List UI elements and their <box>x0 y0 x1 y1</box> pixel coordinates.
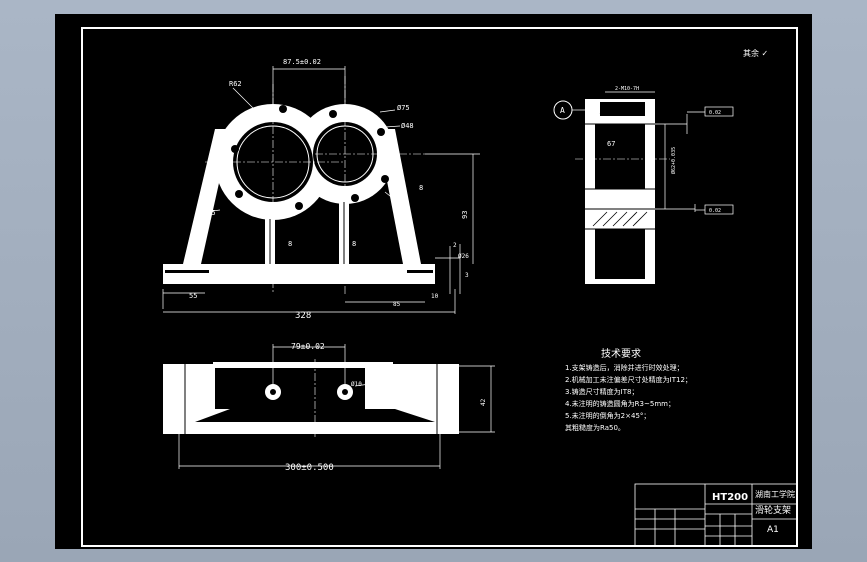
dim-75-left: Ø75 <box>203 209 216 217</box>
dim-48: Ø48 <box>401 122 414 130</box>
dim-3: 3 <box>465 272 469 279</box>
dim-rib-left: 8 <box>288 240 292 248</box>
title-block <box>634 483 798 547</box>
dim-rib-right: 8 <box>352 240 356 248</box>
dim-87-5: 87.5±0.02 <box>283 58 321 66</box>
dim-55: 55 <box>189 292 197 300</box>
dim-93: 93 <box>461 211 469 219</box>
dim-75-top: Ø75 <box>397 104 410 112</box>
dim-328: 328 <box>295 311 311 321</box>
tech-item-5: 5.未注明的倒角为2×45°； <box>565 411 650 420</box>
front-base-plate <box>163 264 435 284</box>
drawing-frame <box>81 27 798 547</box>
side-bore-bottom <box>595 229 645 279</box>
dim-79: 79±0.02 <box>291 342 325 351</box>
dim-hole-18: Ø18深7孔 <box>397 381 419 388</box>
front-base-slot-right <box>407 270 433 273</box>
side-bore-top <box>595 124 645 189</box>
dim-26: Ø26 <box>458 253 469 260</box>
dim-60: Ø60 <box>393 201 406 209</box>
dim-top-right: 42 <box>480 398 487 406</box>
dim-10: 10 <box>431 293 439 300</box>
section-label-a: A <box>560 106 565 115</box>
dim-hole-10: Ø10 <box>351 381 362 388</box>
title-material: HT200 <box>712 492 748 503</box>
tech-item-2: 2.机械加工未注偏差尺寸处精度为IT12； <box>565 375 692 384</box>
dim-thread: 2-M10-7H <box>615 86 639 92</box>
dim-300: 300±0.500 <box>285 463 334 473</box>
title-part-name: 滑轮支架 <box>755 504 791 516</box>
dim-85: 85 <box>393 301 401 308</box>
dim-67: 67 <box>607 140 615 148</box>
tech-title: 技术要求 <box>601 347 641 360</box>
side-view <box>553 91 734 284</box>
dim-r62: R62 <box>229 80 242 88</box>
dim-dia-side: Ø62+0.035 <box>670 147 677 174</box>
drawing-sheet: 其余 ✓ <box>55 14 812 549</box>
dim-2: 2 <box>453 242 457 249</box>
front-view <box>162 66 480 314</box>
title-school: 湖南工学院 <box>755 489 795 499</box>
tech-item-4: 4.未注明的铸造圆角为R3~5mm； <box>565 399 675 408</box>
title-sheet-size: A1 <box>767 525 779 535</box>
roughness-mark: 其余 ✓ <box>743 48 768 58</box>
front-base-slot-left <box>165 270 209 273</box>
top-view <box>163 344 495 469</box>
dim-28: 28 <box>225 277 233 284</box>
tech-item-6: 其粗糙度为Ra50。 <box>565 423 625 432</box>
dim-base-8: 8 <box>419 184 423 192</box>
datum-box-top: 0.02 <box>709 110 721 116</box>
datum-box-bottom: 0.02 <box>709 208 721 214</box>
drawing-canvas: 其余 ✓ <box>81 27 798 547</box>
tech-item-3: 3.铸造尺寸精度为IT8； <box>565 387 638 396</box>
tech-item-1: 1.支架铸造后，消除并进行时效处理； <box>565 363 684 372</box>
